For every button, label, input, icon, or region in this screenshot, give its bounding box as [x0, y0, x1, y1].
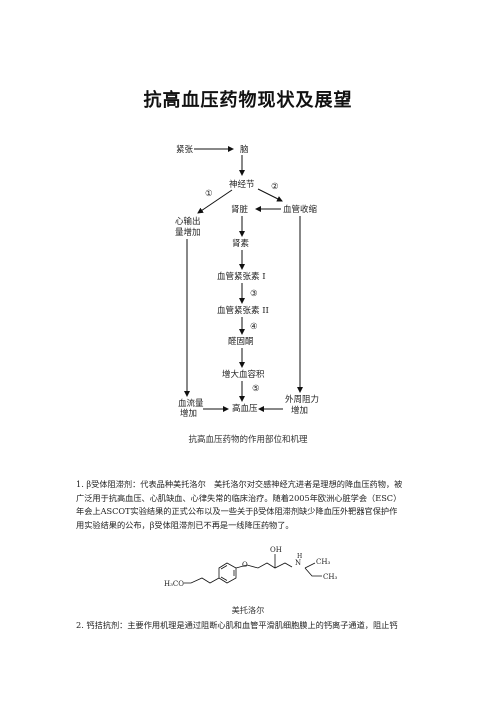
arrow-ganglion-vaso: [257, 188, 283, 202]
marker-4: ④: [250, 322, 258, 332]
node-brain: 脑: [240, 144, 249, 155]
molecule-n-label: N: [295, 559, 301, 567]
paragraph-beta-blockers: 1. β受体阻滞剂：代表品种美托洛尔 美托洛尔对交感神经亢进者是理想的降血压药物…: [76, 478, 426, 532]
molecule-caption: 美托洛尔: [231, 605, 265, 615]
node-angiotensin-1: 血管紧张素 I: [217, 271, 266, 282]
node-resistance-line1: 外周阻力: [285, 394, 319, 405]
paragraph1-line: 年会上ASCOT实验结果的正式公布以及一些关于β受体阻滞剂缺少降血压外靶器官保护…: [76, 506, 398, 516]
node-blood-flow-line2: 增加: [180, 408, 197, 419]
molecule-h3co: H₃CO: [164, 580, 184, 588]
paragraph2-line: 2. 钙拮抗剂：主要作用机理是通过阻断心肌和血管平滑肌细胞膜上的钙离子通道，阻止…: [76, 620, 398, 630]
node-tense: 紧张: [176, 145, 194, 155]
node-vasoconstriction: 血管收缩: [283, 204, 318, 215]
molecule-oh-label: OH: [270, 546, 282, 554]
document-title: 抗高血压药物现状及展望: [143, 90, 353, 111]
molecule-ch3-a: CH₃: [316, 558, 330, 566]
molecule-ch3-b: CH₃: [323, 573, 337, 581]
node-renin: 肾素: [232, 238, 250, 249]
node-ganglion: 神经节: [229, 179, 255, 190]
molecule-nh-label: H: [297, 553, 302, 560]
arrow-ganglion-cardiac: [197, 189, 233, 214]
node-angiotensin-2: 血管紧张素 II: [217, 305, 269, 316]
paragraph1-line: 广泛用于抗高血压、心肌缺血、心律失常的临床治疗。随着2005年欧洲心脏学会（ES…: [76, 492, 402, 503]
marker-3: ③: [250, 289, 258, 299]
node-cardiac-output-line2: 量增加: [175, 227, 201, 238]
node-blood-flow-line1: 血流量: [178, 398, 204, 409]
paragraph1-line: 用实验结果的公布，β受体阻滞剂已不再是一线降压药物了。: [76, 519, 294, 530]
marker-5: ⑤: [252, 384, 260, 394]
metoprolol-structure: [184, 554, 322, 584]
marker-2: ②: [271, 182, 279, 192]
paragraph1-line: 1. β受体阻滞剂：代表品种美托洛尔 美托洛尔对交感神经亢进者是理想的降血压药物…: [76, 479, 403, 489]
diagram-caption: 抗高血压药物的作用部位和机理: [188, 435, 308, 445]
paragraph-calcium-antagonists: 2. 钙拮抗剂：主要作用机理是通过阻断心肌和血管平滑肌细胞膜上的钙离子通道，阻止…: [76, 619, 426, 633]
node-hypertension: 高血压: [232, 403, 258, 414]
marker-1: ①: [205, 189, 213, 199]
node-aldosterone: 醛固酮: [228, 336, 254, 347]
node-kidney: 肾脏: [231, 204, 249, 215]
node-cardiac-output-line1: 心输出: [175, 216, 201, 227]
node-resistance-line2: 增加: [291, 405, 308, 416]
molecule-oxygen: O: [242, 561, 248, 569]
node-blood-volume: 增大血容积: [222, 369, 265, 380]
